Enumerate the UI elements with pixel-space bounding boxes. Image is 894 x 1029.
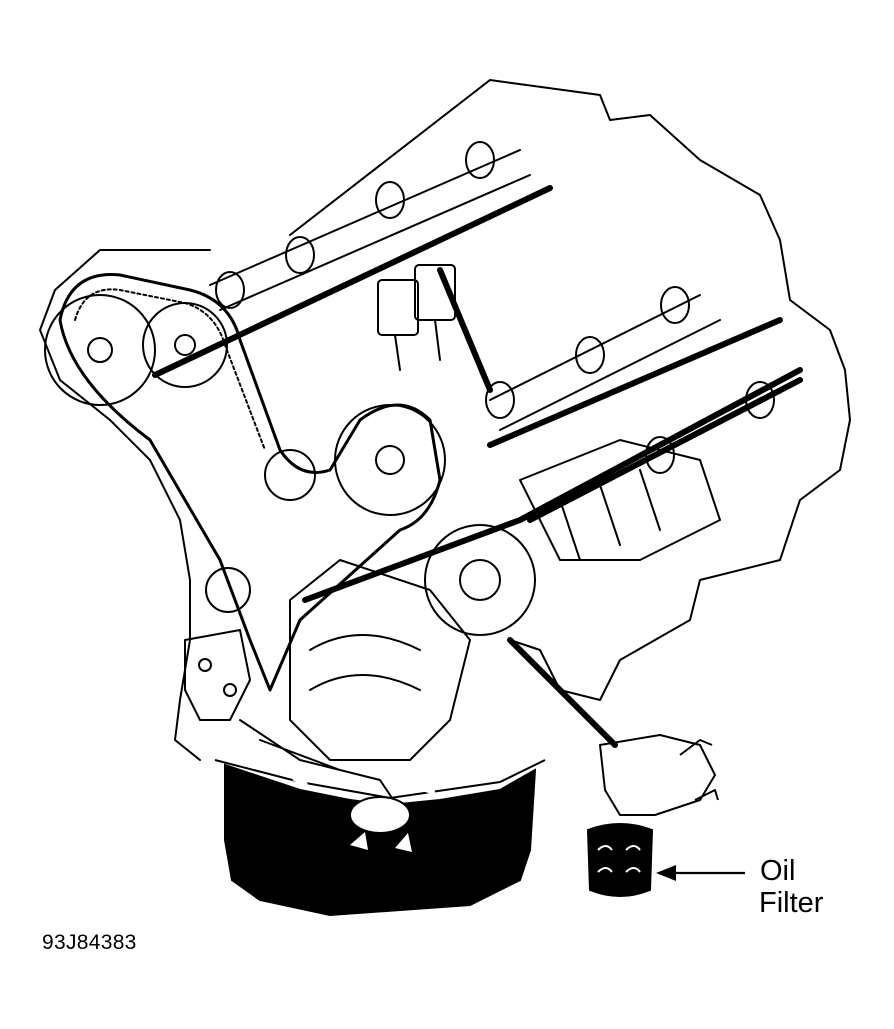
- oil-filter-adapter: [599, 734, 716, 816]
- idler-pulley: [334, 404, 446, 516]
- left-bank-camshaft: [209, 149, 531, 311]
- left-cam-pulley: [44, 294, 156, 406]
- belt-tensioner: [264, 449, 316, 501]
- timing-belt-inner: [74, 288, 266, 451]
- filter-feed-passage: [507, 637, 618, 748]
- lower-idler: [205, 567, 251, 613]
- oil-filter-label-line2: Filter: [759, 887, 824, 919]
- timing-belt: [58, 273, 442, 692]
- connecting-rods: [394, 319, 441, 371]
- oil-filter: [586, 823, 654, 897]
- right-bank-detail: [519, 439, 721, 561]
- right-cam-pulley: [142, 302, 228, 388]
- oil-filter-callout-arrow: [656, 865, 745, 881]
- crankshaft-pulley: [424, 524, 536, 636]
- left-bank-cam-lobes: [215, 141, 495, 309]
- engine-block-outline: [289, 79, 851, 701]
- oil-pan: [224, 763, 537, 917]
- idler-pulley-hub: [375, 445, 405, 475]
- main-oil-gallery: [302, 367, 803, 603]
- oil-filter-flow-marks: [597, 845, 641, 873]
- right-bank-oil-gallery: [527, 377, 803, 523]
- crankshaft-pulley-hub: [459, 559, 501, 601]
- oil-pickup-screen: [349, 796, 411, 834]
- crankcase-detail: [309, 634, 421, 691]
- timing-cover-outline: [39, 249, 211, 761]
- right-bank-valves: [559, 469, 661, 561]
- left-bank-oil-gallery: [152, 185, 553, 378]
- oil-flow-arrows: [292, 772, 436, 852]
- left-cam-pulley-hub: [87, 337, 113, 363]
- oil-pump-bracket: [184, 629, 251, 721]
- upper-right-oil-gallery: [487, 317, 783, 448]
- right-bank-camshaft: [489, 294, 721, 431]
- right-cam-pulley-hub: [174, 334, 196, 356]
- oil-pickup-tube: [239, 719, 401, 811]
- piston-left: [377, 279, 419, 336]
- figure-id: 93J84383: [42, 931, 137, 954]
- crankcase: [289, 559, 471, 761]
- oil-filter-label-line1: Oil: [760, 855, 796, 887]
- riser-oil-passage: [437, 267, 493, 393]
